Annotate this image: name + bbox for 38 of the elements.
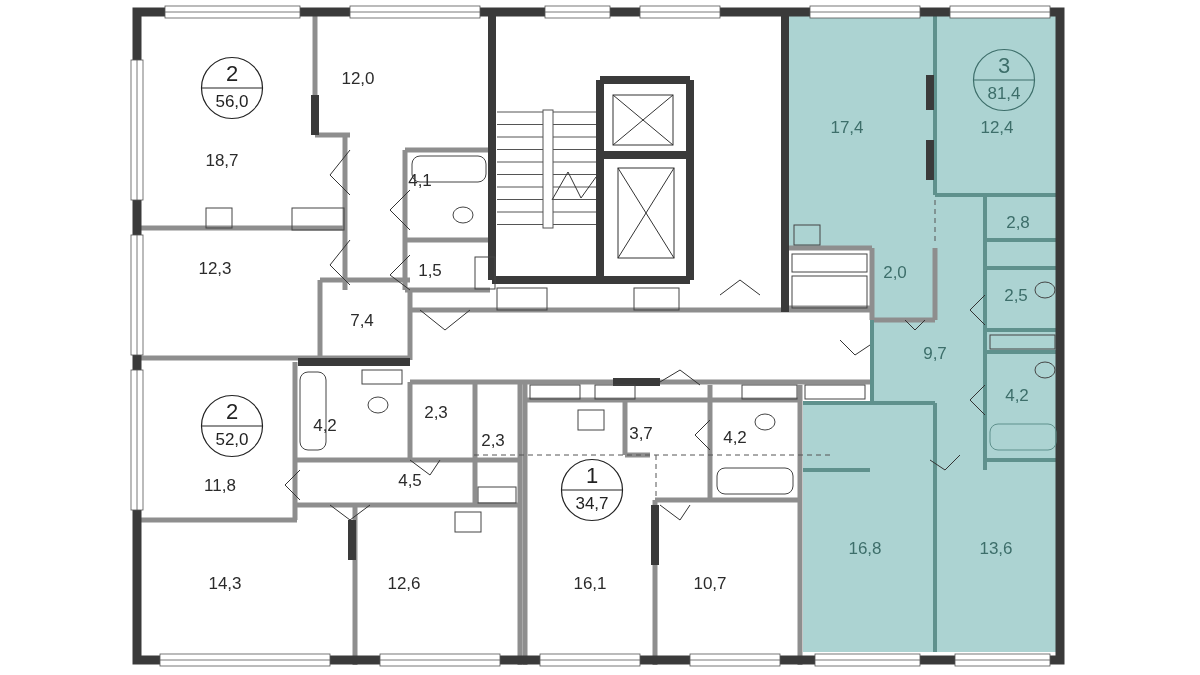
room-area-label: 4,2 — [313, 416, 337, 434]
room-area-label: 4,1 — [408, 171, 432, 189]
apartment-rooms-number: 1 — [584, 465, 600, 487]
room-area-label: 11,8 — [204, 476, 236, 494]
room-area-label: 9,7 — [923, 344, 947, 362]
room-area-label: 17,4 — [830, 118, 864, 136]
apartment-area-label: 34,7 — [574, 495, 610, 512]
room-area-label: 2,0 — [883, 263, 907, 281]
apartment-badge — [200, 394, 264, 458]
room-area-label: 4,2 — [1005, 386, 1029, 404]
room-area-label: 1,5 — [418, 261, 442, 279]
room-area-label: 12,3 — [198, 259, 232, 277]
room-area-label: 16,1 — [573, 574, 607, 592]
room-area-label: 12,6 — [387, 574, 421, 592]
room-area-label: 12,4 — [980, 118, 1014, 136]
room-area-label: 2,3 — [481, 431, 505, 449]
room-area-label: 10,7 — [693, 574, 727, 592]
room-area-label: 18,7 — [205, 151, 239, 169]
apartment-badge — [200, 56, 264, 120]
apartment-badge — [560, 458, 624, 522]
apartment-badge — [972, 48, 1036, 112]
room-area-label: 2,3 — [424, 403, 448, 421]
apartment-area-label: 81,4 — [986, 85, 1022, 102]
room-area-label: 16,8 — [848, 539, 882, 557]
room-area-label: 2,5 — [1004, 286, 1028, 304]
room-area-label: 3,7 — [629, 424, 653, 442]
apartment-area-label: 56,0 — [214, 93, 250, 110]
room-area-label: 4,5 — [398, 471, 422, 489]
room-area-label: 13,6 — [979, 539, 1013, 557]
apartment-rooms-number: 2 — [224, 63, 240, 85]
room-area-label: 12,0 — [341, 69, 375, 87]
room-area-label: 4,2 — [723, 428, 747, 446]
room-area-label: 14,3 — [208, 574, 242, 592]
room-area-label: 2,8 — [1006, 213, 1030, 231]
room-area-label: 7,4 — [350, 311, 374, 329]
apartment-rooms-number: 3 — [996, 55, 1012, 77]
apartment-rooms-number: 2 — [224, 401, 240, 423]
apartment-area-label: 52,0 — [214, 431, 250, 448]
